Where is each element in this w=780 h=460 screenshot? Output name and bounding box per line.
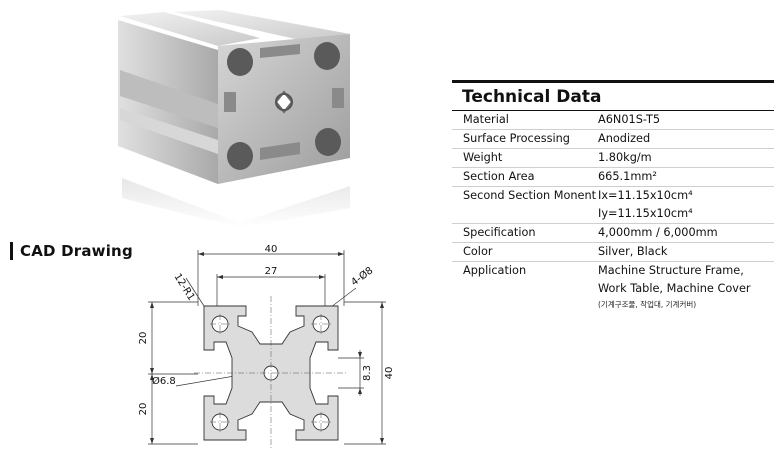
dim-width: 40 bbox=[265, 244, 278, 255]
row-value-line: Ix=11.15x10cm⁴ bbox=[598, 189, 693, 202]
row-label: Color bbox=[463, 245, 493, 258]
row-label: Specification bbox=[463, 226, 536, 239]
table-row: Application Machine Structure Frame, Work … bbox=[452, 262, 774, 311]
row-value-line: 665.1mm² bbox=[598, 170, 657, 183]
dim-slot-inner: 8.3 bbox=[362, 365, 373, 381]
table-row: Section Area 665.1mm² bbox=[452, 168, 774, 187]
dim-corner-radius: 12-R1 bbox=[171, 272, 196, 303]
product-photo bbox=[118, 10, 350, 228]
row-value-line: 1.80kg/m bbox=[598, 151, 652, 164]
cad-drawing-title: CAD Drawing bbox=[10, 242, 133, 260]
row-value: 4,000mm / 6,000mm bbox=[598, 224, 774, 242]
cad-drawing: 40 27 12-R1 4-Ø8 20 20 Ø6.8 8.3 40 bbox=[138, 244, 395, 450]
row-value-line: Machine Structure Frame, bbox=[598, 264, 744, 277]
table-row: Material A6N01S-T5 bbox=[452, 111, 774, 130]
row-value: Anodized bbox=[598, 130, 774, 148]
row-value-line: A6N01S-T5 bbox=[598, 113, 661, 126]
row-value-line: Silver, Black bbox=[598, 245, 668, 258]
table-row: Weight 1.80kg/m bbox=[452, 149, 774, 168]
row-value-line: Iy=11.15x10cm⁴ bbox=[598, 207, 693, 220]
header-rule bbox=[452, 110, 774, 111]
row-label: Weight bbox=[463, 151, 503, 164]
top-rule bbox=[452, 80, 774, 83]
technical-data-title: Technical Data bbox=[462, 87, 602, 107]
row-value: A6N01S-T5 bbox=[598, 111, 774, 129]
row-label: Second Section Monent bbox=[463, 189, 597, 202]
table-row: Surface Processing Anodized bbox=[452, 130, 774, 149]
row-label: Application bbox=[463, 264, 527, 277]
row-value: Ix=11.15x10cm⁴ Iy=11.15x10cm⁴ bbox=[598, 187, 774, 223]
row-value-line: Work Table, Machine Cover bbox=[598, 282, 751, 295]
dim-half-height-top: 20 bbox=[138, 332, 149, 345]
dim-center-hole: Ø6.8 bbox=[152, 375, 176, 387]
row-note: (기계구조물, 작업대, 기계커버) bbox=[598, 300, 697, 309]
dim-height: 40 bbox=[384, 367, 395, 380]
table-row: Color Silver, Black bbox=[452, 243, 774, 262]
dim-half-height-bottom: 20 bbox=[138, 403, 149, 416]
row-value-line: 4,000mm / 6,000mm bbox=[598, 226, 718, 239]
row-value-line: Anodized bbox=[598, 132, 651, 145]
row-label: Surface Processing bbox=[463, 132, 570, 145]
row-label: Section Area bbox=[463, 170, 535, 183]
row-value: Silver, Black bbox=[598, 243, 774, 261]
dim-hole-diameter: 4-Ø8 bbox=[349, 264, 376, 288]
row-value: 665.1mm² bbox=[598, 168, 774, 186]
row-value: 1.80kg/m bbox=[598, 149, 774, 167]
row-label: Material bbox=[463, 113, 509, 126]
row-value: Machine Structure Frame, Work Table, Mach… bbox=[598, 262, 774, 311]
dim-slot-width: 27 bbox=[265, 266, 278, 277]
table-row: Specification 4,000mm / 6,000mm bbox=[452, 224, 774, 243]
